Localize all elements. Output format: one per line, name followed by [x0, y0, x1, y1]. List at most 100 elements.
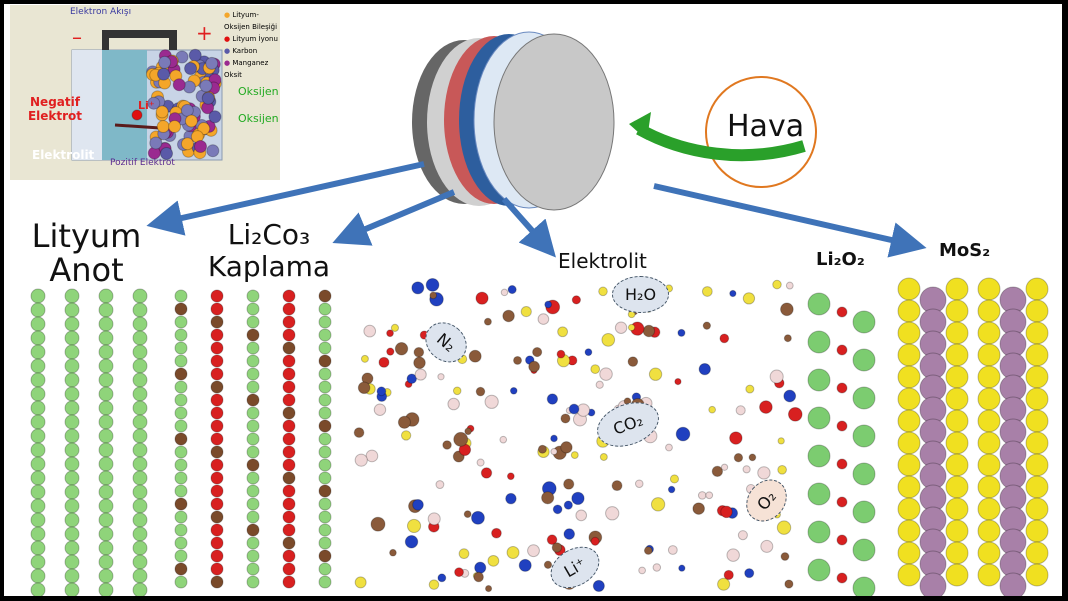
minus-sign: –	[72, 25, 82, 49]
sulfur-atom	[945, 475, 969, 499]
electrolyte-atom	[357, 381, 371, 395]
lithium-atom	[98, 400, 114, 416]
coating-atom	[282, 575, 296, 589]
electrolyte-atom	[595, 380, 604, 389]
lithium-atom	[132, 582, 148, 596]
li2o2-oxygen-atom	[836, 496, 848, 508]
coating-atom	[318, 328, 332, 342]
legend-item: ● Lityum İyonu	[224, 35, 278, 43]
li2o2-lithium-atom	[807, 520, 831, 544]
molybdenum-atom	[919, 396, 947, 424]
lithium-atom	[30, 288, 46, 304]
lithium-atom	[132, 540, 148, 556]
lithium-atom	[30, 442, 46, 458]
lithium-atom	[30, 568, 46, 584]
battery-disk	[412, 31, 615, 211]
plus-sign: +	[196, 21, 213, 45]
electrolyte-atom	[627, 323, 636, 332]
li2o2-oxygen-atom	[836, 534, 848, 546]
lithium-atom	[64, 428, 80, 444]
lithium-atom	[98, 330, 114, 346]
lithium-atom	[132, 358, 148, 374]
lithium-atom	[132, 400, 148, 416]
electrolyte-atom	[541, 491, 555, 505]
lithium-atom	[98, 470, 114, 486]
electrolyte-atom	[527, 544, 540, 558]
lithium-atom	[64, 540, 80, 556]
lithium-atom	[64, 386, 80, 402]
lithium-atom	[64, 484, 80, 500]
electrolyte-atom	[390, 323, 400, 332]
electrolyte-atom	[471, 510, 485, 525]
electrolyte-atom	[386, 347, 395, 356]
electrolyte-atom	[550, 448, 558, 456]
electrolyte-atom	[642, 324, 656, 338]
coating-atom	[318, 562, 332, 576]
electrolyte-atom	[560, 441, 573, 454]
electrolyte-atom	[584, 348, 593, 357]
inset-particle	[208, 110, 222, 124]
electrolyte-atom	[487, 554, 500, 567]
coating-atom	[246, 406, 260, 420]
electrolyte-atom	[491, 527, 502, 539]
lithium-atom	[30, 302, 46, 318]
sulfur-atom	[1025, 563, 1049, 587]
electrolyte-atom	[780, 302, 794, 317]
coating-atom	[246, 458, 260, 472]
electrolyte-atom	[376, 386, 387, 397]
lithium-atom	[98, 414, 114, 430]
electron-flow-label: Elektron Akışı	[70, 7, 132, 17]
coating-atom	[282, 380, 296, 394]
coating-atom	[282, 406, 296, 420]
sulfur-atom	[977, 453, 1001, 477]
lithium-atom	[132, 428, 148, 444]
sulfur-atom	[945, 299, 969, 323]
sulfur-atom	[945, 409, 969, 433]
electrolyte-atom	[370, 516, 386, 532]
lithium-atom	[64, 526, 80, 542]
sulfur-atom	[977, 519, 1001, 543]
coating-atom	[210, 549, 224, 563]
li2o2-lithium-atom	[852, 310, 876, 334]
diagram: Elektron Akışı – + ● Lityum-Oksijen Bile…	[4, 4, 1062, 597]
sulfur-atom	[945, 563, 969, 587]
molybdenum-atom	[919, 440, 947, 468]
sulfur-atom	[897, 409, 921, 433]
coating-atom	[246, 380, 260, 394]
coating-atom	[174, 341, 188, 355]
coating-atom	[174, 497, 188, 511]
electrolyte-atom	[513, 355, 522, 365]
electrolyte-atom	[472, 572, 480, 580]
electrolyte-atom	[748, 453, 757, 462]
sulfur-atom	[977, 343, 1001, 367]
molybdenum-atom	[919, 484, 947, 512]
inset-particle	[158, 55, 172, 69]
molybdenum-atom	[919, 352, 947, 380]
coating-label: Li₂Co₃ Kaplama	[207, 218, 331, 283]
coating-atom	[318, 536, 332, 550]
coating-atom	[174, 536, 188, 550]
electrolyte-atom	[532, 347, 543, 358]
electrolyte-atom	[458, 443, 472, 456]
lithium-atom	[98, 568, 114, 584]
coating-atom	[174, 367, 188, 381]
coating-atom	[210, 289, 224, 303]
lithium-atom	[30, 316, 46, 332]
coating-atom	[282, 315, 296, 329]
lithium-atom	[30, 428, 46, 444]
electrolyte-atom	[590, 364, 601, 374]
lithium-atom	[30, 358, 46, 374]
molybdenum-atom	[999, 418, 1027, 446]
coating-atom	[282, 432, 296, 446]
sulfur-atom	[945, 497, 969, 521]
sulfur-atom	[977, 409, 1001, 433]
electrolyte-atom	[442, 440, 452, 450]
coating-atom	[282, 302, 296, 316]
lithium-atom	[98, 456, 114, 472]
battery-illustration	[71, 30, 223, 161]
negative-electrode-label: Negatif Elektrot	[27, 95, 83, 123]
electrolyte-atom	[499, 435, 508, 444]
li-ion-particle	[131, 109, 143, 121]
lithium-atom	[64, 554, 80, 570]
molybdenum-atom	[919, 462, 947, 490]
